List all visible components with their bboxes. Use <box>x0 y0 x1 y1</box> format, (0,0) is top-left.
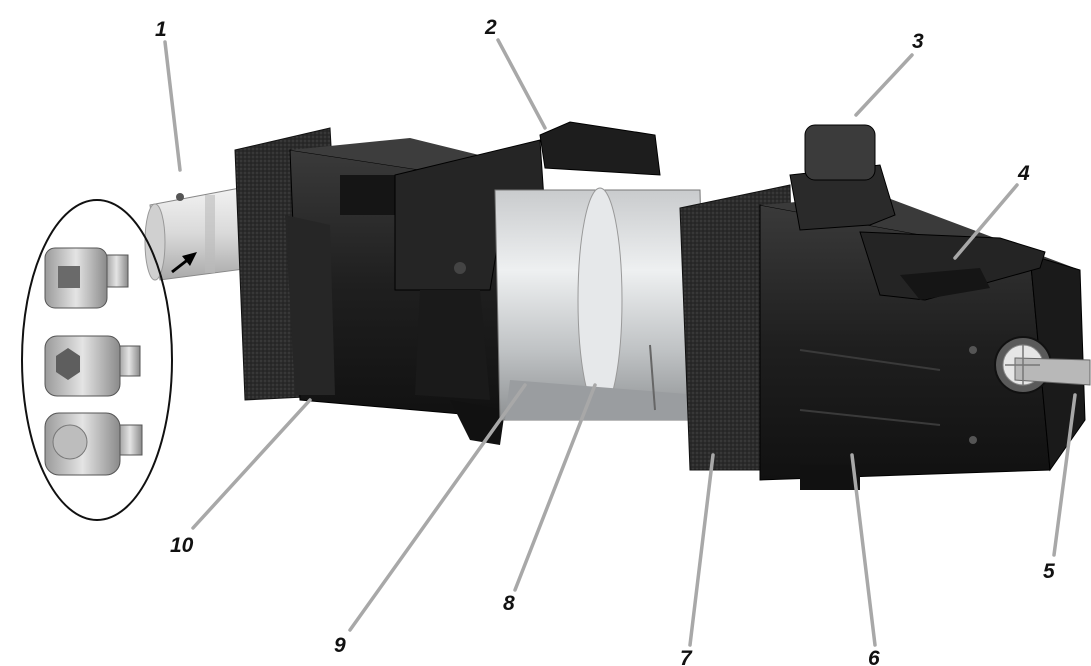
callout-9: 9 <box>334 634 346 657</box>
callout-1: 1 <box>155 18 167 41</box>
callout-7: 7 <box>680 647 693 666</box>
aluminium-tube <box>494 187 706 421</box>
callout-labels: 1 2 3 4 5 6 7 8 9 10 <box>155 16 1055 666</box>
callout-5: 5 <box>1043 560 1055 583</box>
callout-10: 10 <box>170 534 194 557</box>
adapter-3 <box>44 412 143 476</box>
leader-7 <box>688 453 715 647</box>
callout-4: 4 <box>1017 162 1030 185</box>
callout-8: 8 <box>503 592 515 615</box>
callout-2: 2 <box>484 16 497 39</box>
leader-5 <box>1052 393 1077 557</box>
leader-2 <box>496 38 547 130</box>
leader-6 <box>850 453 877 647</box>
adapter-2 <box>44 335 141 397</box>
accessory-arrow <box>171 252 197 274</box>
output-shaft <box>994 336 1091 394</box>
connector-cap <box>789 124 896 231</box>
leader-4 <box>953 183 1019 260</box>
leader-lines <box>163 38 1077 647</box>
adapter-1 <box>44 247 129 309</box>
callout-3: 3 <box>912 30 924 53</box>
leader-3 <box>854 53 914 117</box>
callout-6: 6 <box>868 647 880 666</box>
leader-1 <box>163 40 182 172</box>
connector-latch <box>859 231 1046 301</box>
accessory-ellipse <box>21 199 173 521</box>
leader-10 <box>191 398 312 530</box>
leader-8 <box>513 383 597 592</box>
accessory-adapters <box>21 199 173 521</box>
drive-shaft <box>144 187 253 281</box>
leader-9 <box>348 383 527 632</box>
